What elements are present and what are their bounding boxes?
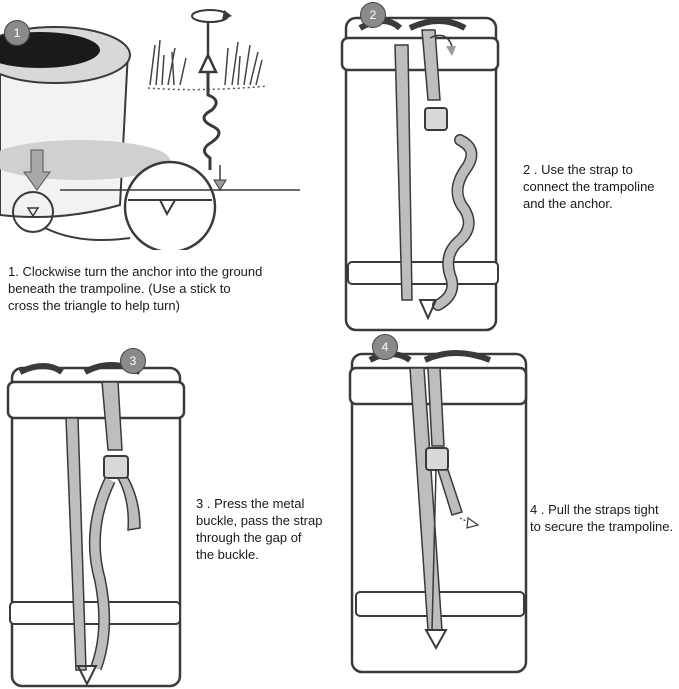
step-4-caption: 4 . Pull the straps tight to secure the …: [530, 502, 674, 534]
step-4-badge: 4: [372, 334, 398, 360]
anchor-ground-illustration: [0, 9, 300, 250]
step-2-badge: 2: [360, 2, 386, 28]
step-2-panel: 2 2 . Use the strap to connect the tramp…: [340, 0, 679, 340]
step-3-badge: 3: [120, 348, 146, 374]
step-1-badge: 1: [4, 20, 30, 46]
step-3-caption: 3 . Press the metal buckle, pass the str…: [196, 496, 323, 562]
pull-tight-illustration: [348, 350, 528, 674]
step-1-panel: 1 1. Clockwise turn the anchor into the …: [0, 0, 679, 340]
step-3-panel: 3 3 . Press the metal buckle, pass the s…: [0, 340, 340, 689]
step-2-caption: 2 . Use the strap to connect the trampol…: [523, 162, 655, 211]
step-1-caption: 1. Clockwise turn the anchor into the gr…: [8, 264, 263, 313]
strap-connect-illustration: [340, 16, 500, 332]
step-4-panel: 4 4 . Pull the straps tight to secure th…: [340, 334, 679, 689]
buckle-illustration: [6, 362, 186, 688]
